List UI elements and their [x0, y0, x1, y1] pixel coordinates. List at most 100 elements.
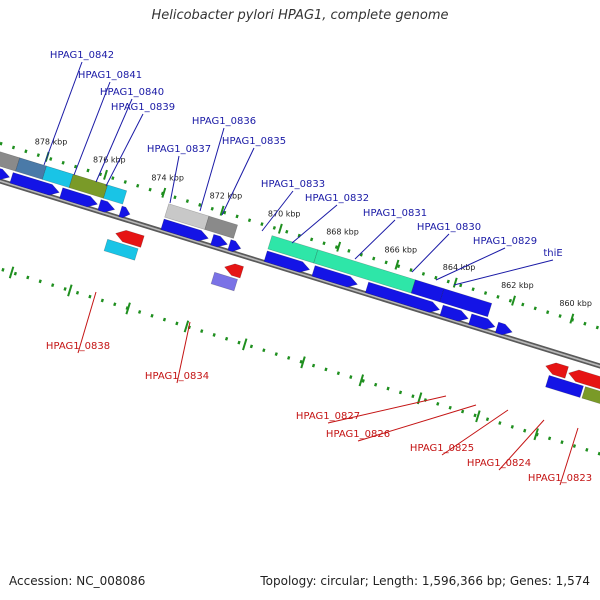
track-dot — [148, 187, 152, 192]
track-dot — [448, 405, 452, 410]
track-dot — [572, 444, 577, 448]
gene-feature — [311, 265, 358, 288]
track-dot — [372, 256, 376, 261]
callout-line — [77, 291, 97, 354]
kbp-label: 872 kbp — [210, 191, 243, 200]
track-dot — [224, 336, 229, 341]
gene-label: HPAG1_0836 — [192, 116, 256, 127]
callout-line — [559, 427, 579, 486]
gene-label: HPAG1_0825 — [410, 443, 474, 454]
track-dot — [274, 352, 278, 356]
gene-label: HPAG1_0829 — [473, 236, 537, 247]
track-dot — [26, 275, 30, 280]
major-tick — [277, 223, 283, 234]
track-dot — [483, 291, 488, 295]
callout-line — [291, 204, 338, 244]
kbp-label: 864 kbp — [443, 263, 476, 272]
track-dot — [1, 267, 5, 272]
track-dot — [421, 272, 426, 276]
major-tick — [219, 205, 225, 216]
kbp-label: 878 kbp — [35, 137, 68, 146]
track-dot — [249, 344, 254, 349]
track-dot — [299, 359, 303, 364]
track-dot — [396, 264, 401, 269]
kbp-label: 870 kbp — [268, 209, 301, 218]
track-dot — [223, 210, 227, 215]
major-tick — [336, 241, 342, 252]
track-dot — [136, 183, 140, 188]
track-dot — [36, 153, 40, 158]
gene-feature — [568, 369, 600, 390]
track-dot — [100, 298, 104, 303]
gene-feature — [103, 184, 128, 205]
callout-line — [498, 419, 545, 471]
track-dot — [88, 294, 92, 299]
track-dot — [386, 386, 390, 391]
track-dot — [111, 176, 115, 181]
major-tick — [394, 259, 400, 270]
track-dot — [150, 313, 154, 318]
track-dot — [75, 290, 80, 295]
track-dot — [473, 413, 477, 418]
track-dot — [185, 199, 190, 203]
track-dot — [361, 379, 365, 383]
gene-label: HPAG1_0841 — [78, 70, 142, 81]
gene-feature — [227, 239, 242, 252]
track-dot — [198, 203, 202, 207]
gene-feature — [59, 187, 99, 208]
track-dot — [409, 268, 413, 272]
track-dot — [73, 164, 78, 169]
track-dot — [558, 314, 562, 318]
track-dot — [349, 375, 353, 379]
major-tick — [569, 313, 575, 324]
gene-label: HPAG1_0832 — [305, 193, 369, 204]
track-dot — [38, 279, 42, 284]
track-dot — [560, 440, 564, 445]
major-tick — [161, 187, 167, 198]
major-tick — [300, 356, 306, 369]
callout-line — [327, 395, 447, 424]
track-dot — [436, 401, 440, 406]
kbp-label: 860 kbp — [559, 299, 592, 308]
callout-line — [411, 233, 450, 273]
gene-feature — [115, 230, 145, 248]
gene-feature — [118, 205, 131, 219]
callout-line — [261, 190, 294, 232]
track-dot — [459, 283, 463, 288]
track-dot — [0, 141, 3, 146]
gene-label: HPAG1_0823 — [528, 473, 592, 484]
gene-feature — [204, 215, 238, 239]
track-dot — [24, 149, 28, 154]
track-dot — [498, 421, 502, 425]
accession-text: Accession: NC_008086 — [9, 574, 146, 588]
gene-feature — [0, 168, 11, 180]
track-dot — [272, 226, 276, 230]
track-dot — [311, 363, 316, 368]
gene-feature — [224, 263, 244, 279]
gene-label: HPAG1_0839 — [111, 102, 175, 113]
major-tick — [183, 320, 190, 333]
callout-line — [199, 127, 225, 212]
callout-line — [354, 219, 396, 260]
major-tick — [452, 277, 458, 288]
track-dot — [583, 321, 587, 326]
callout-line — [435, 247, 506, 281]
gene-feature — [210, 271, 238, 292]
track-dot — [521, 302, 525, 307]
gene-label: HPAG1_0827 — [296, 411, 360, 422]
track-dot — [446, 279, 450, 284]
major-tick — [511, 295, 516, 306]
track-dot — [51, 283, 55, 288]
gene-label: HPAG1_0842 — [50, 50, 114, 61]
major-tick — [8, 266, 15, 279]
gene-feature — [97, 199, 116, 213]
gene-feature — [581, 386, 600, 404]
callout-line — [441, 409, 509, 456]
track-dot — [471, 287, 475, 292]
gene-feature — [263, 250, 311, 273]
callout-line — [95, 98, 133, 183]
track-dot — [496, 294, 500, 299]
title: Helicobacter pylori HPAG1, complete geno… — [151, 8, 449, 23]
gene-label: HPAG1_0837 — [147, 144, 211, 155]
gene-label: HPAG1_0835 — [222, 136, 286, 147]
